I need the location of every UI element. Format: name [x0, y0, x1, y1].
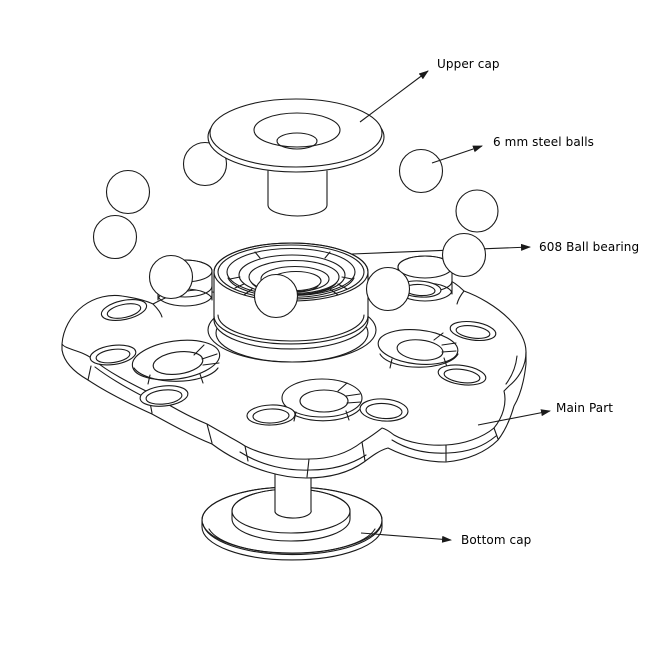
callout-arrow-main-part: [477, 409, 551, 426]
callout-label-bottom-cap: Bottom cap: [461, 533, 532, 547]
steel-ball: [365, 266, 411, 312]
steel-ball: [105, 169, 151, 215]
callout-arrow-ball-bearing: [351, 243, 531, 255]
steel-ball: [441, 232, 487, 278]
steel-ball: [182, 141, 228, 187]
steel-ball: [398, 148, 444, 194]
callout-arrows: [359, 70, 551, 543]
callout-arrow-upper-cap: [359, 70, 429, 123]
callout-label-steel-balls: 6 mm steel balls: [493, 135, 595, 149]
callout-label-upper-cap: Upper cap: [437, 57, 500, 71]
steel-ball: [92, 214, 138, 260]
callout-arrow-bottom-cap: [360, 532, 452, 543]
steel-balls-drawing: [92, 141, 499, 319]
bottom-cap-drawing: [201, 461, 383, 561]
callout-arrow-steel-balls: [431, 145, 483, 164]
pocket-ring-front: [281, 378, 363, 422]
steel-ball: [253, 273, 299, 319]
upper-cap-drawing: [207, 98, 385, 217]
weight-holes: [89, 280, 497, 426]
pocket-ring-left-front: [131, 339, 221, 385]
steel-ball: [148, 254, 194, 300]
callout-label-ball-bearing: 608 Ball bearing: [539, 240, 640, 254]
callout-label-main-part: Main Part: [556, 401, 614, 415]
pocket-ring-right-front: [377, 329, 459, 369]
steel-ball: [455, 189, 499, 233]
